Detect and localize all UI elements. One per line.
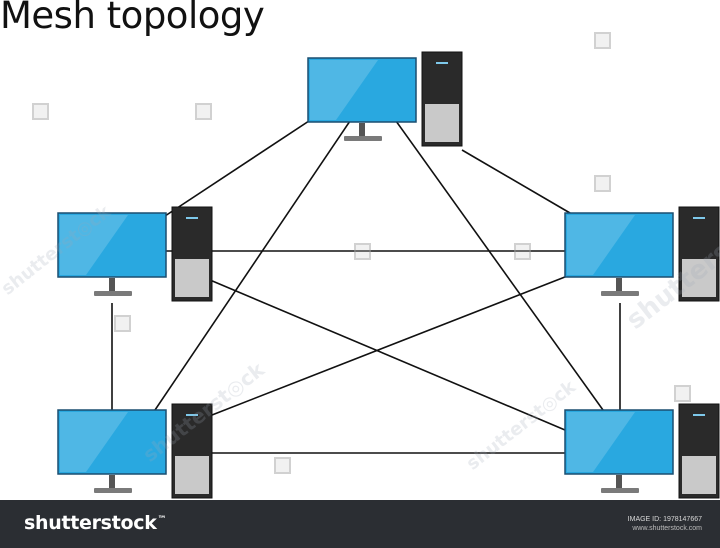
tower-panel [175, 456, 209, 494]
trademark-mark: ™ [157, 514, 167, 525]
screen-glare [567, 215, 635, 275]
monitor-stand [109, 475, 115, 489]
image-id-block: IMAGE ID: 1978147667 www.shutterstock.co… [628, 516, 702, 532]
computer-left-upper [57, 206, 213, 302]
mesh-links [111, 116, 621, 454]
monitor-base [601, 488, 639, 493]
tower-panel [425, 104, 459, 142]
pc-tower-icon [421, 51, 463, 147]
tower-led [186, 217, 198, 219]
pc-tower-icon [678, 403, 720, 499]
screen-glare [567, 412, 635, 472]
tower-led [693, 414, 705, 416]
computer-top [307, 51, 463, 147]
screen-glare [60, 412, 128, 472]
link-right-upper-left-lower [211, 274, 571, 416]
desktop-computer-icon [307, 57, 417, 141]
link-top-right-lower [395, 120, 604, 411]
brand-logo: shutterstock™ [24, 512, 167, 534]
page-title: Mesh topology [0, 0, 265, 37]
mesh-diagram [57, 51, 720, 499]
monitor-base [601, 291, 639, 296]
monitor-screen [564, 409, 674, 475]
computer-left-lower [57, 403, 213, 499]
pc-tower-icon [678, 206, 720, 302]
link-top-left-lower [154, 120, 351, 411]
tower-panel [682, 456, 716, 494]
screen-glare [310, 60, 378, 120]
link-left-upper-right-lower [209, 279, 566, 431]
tower-panel [682, 259, 716, 297]
monitor-base [94, 291, 132, 296]
monitor-stand [616, 475, 622, 489]
screen-glare [60, 215, 128, 275]
mesh-nodes [57, 51, 720, 499]
site-url: www.shutterstock.com [632, 525, 702, 532]
link-top-left-upper [161, 116, 316, 219]
tower-panel [175, 259, 209, 297]
tower-led [186, 414, 198, 416]
monitor-screen [307, 57, 417, 123]
monitor-stand [616, 278, 622, 292]
monitor-screen [57, 409, 167, 475]
desktop-computer-icon [57, 409, 167, 493]
monitor-stand [359, 123, 365, 137]
computer-right-lower [564, 403, 720, 499]
footer-bar: shutterstock™ IMAGE ID: 1978147667 www.s… [0, 500, 720, 548]
pc-tower-icon [171, 206, 213, 302]
tower-led [693, 217, 705, 219]
computer-right-upper [564, 206, 720, 302]
image-id: IMAGE ID: 1978147667 [627, 516, 702, 523]
tower-led [436, 62, 448, 64]
pc-tower-icon [171, 403, 213, 499]
desktop-computer-icon [57, 212, 167, 296]
monitor-screen [564, 212, 674, 278]
monitor-base [94, 488, 132, 493]
brand-name: shutterstock [24, 512, 157, 534]
desktop-computer-icon [564, 212, 674, 296]
desktop-computer-icon [564, 409, 674, 493]
link-top-right-upper [461, 149, 571, 214]
monitor-stand [109, 278, 115, 292]
monitor-base [344, 136, 382, 141]
monitor-screen [57, 212, 167, 278]
